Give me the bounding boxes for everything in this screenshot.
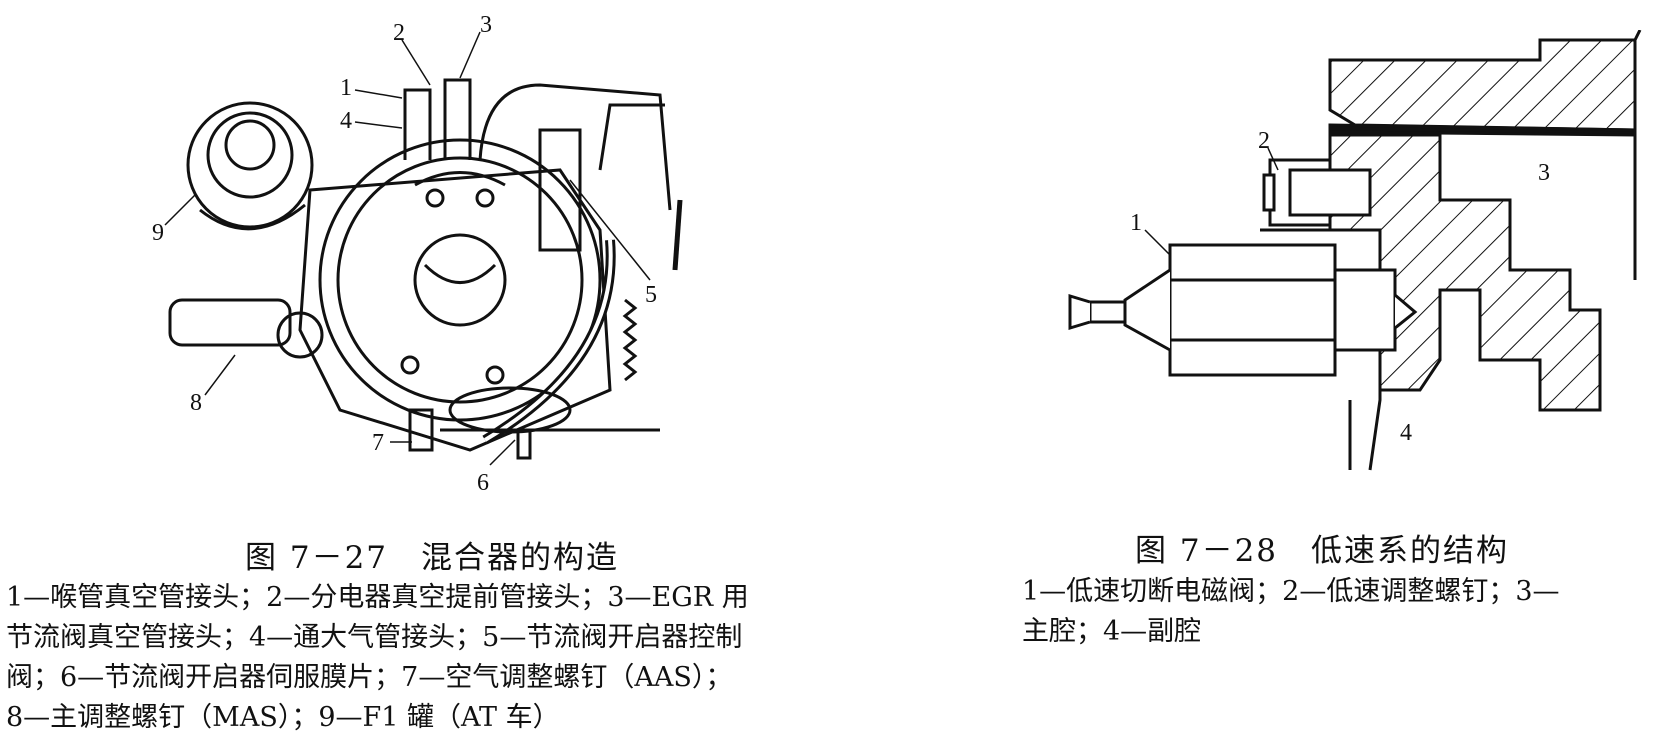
legend-line: 8—主调整螺钉（MAS）；9—F1 罐（AT 车） — [6, 702, 560, 733]
legend-line: 1—低速切断电磁阀；2—低速调整螺钉；3— — [1022, 576, 1560, 607]
figure-28-legend: 1—低速切断电磁阀；2—低速调整螺钉；3— 主腔；4—副腔 — [1022, 572, 1560, 652]
legend-line: 阀；6—节流阀开启器伺服膜片；7—空气调整螺钉（AAS）； — [6, 662, 733, 693]
callout-1: 1 — [1130, 210, 1142, 236]
callout-6: 6 — [477, 470, 489, 496]
figure-27-legend: 1—喉管真空管接头；2—分电器真空提前管接头；3—EGR 用 节流阀真空管接头；… — [6, 578, 749, 738]
figure-27-title: 图 7－27 混合器的构造 — [245, 540, 620, 576]
callout-5: 5 — [645, 282, 657, 308]
legend-line: 主腔；4—副腔 — [1022, 616, 1202, 647]
callout-9: 9 — [152, 220, 164, 246]
callout-2: 2 — [393, 20, 405, 46]
callout-7: 7 — [372, 430, 384, 456]
callout-8: 8 — [190, 390, 202, 416]
callout-3: 3 — [1538, 160, 1550, 186]
callout-3: 3 — [480, 12, 492, 38]
mixer-diagram: 1 2 3 4 5 6 7 8 9 — [152, 12, 683, 496]
figure-28-title: 图 7－28 低速系的结构 — [1135, 533, 1510, 569]
legend-line: 节流阀真空管接头；4—通大气管接头；5—节流阀开启器控制 — [6, 622, 743, 653]
callout-4: 4 — [1400, 420, 1412, 446]
callout-2: 2 — [1258, 128, 1270, 154]
callout-1: 1 — [340, 75, 352, 101]
low-speed-system-diagram: 2 1 3 4 — [1068, 30, 1642, 471]
callout-4: 4 — [340, 108, 352, 134]
legend-line: 1—喉管真空管接头；2—分电器真空提前管接头；3—EGR 用 — [6, 582, 749, 613]
